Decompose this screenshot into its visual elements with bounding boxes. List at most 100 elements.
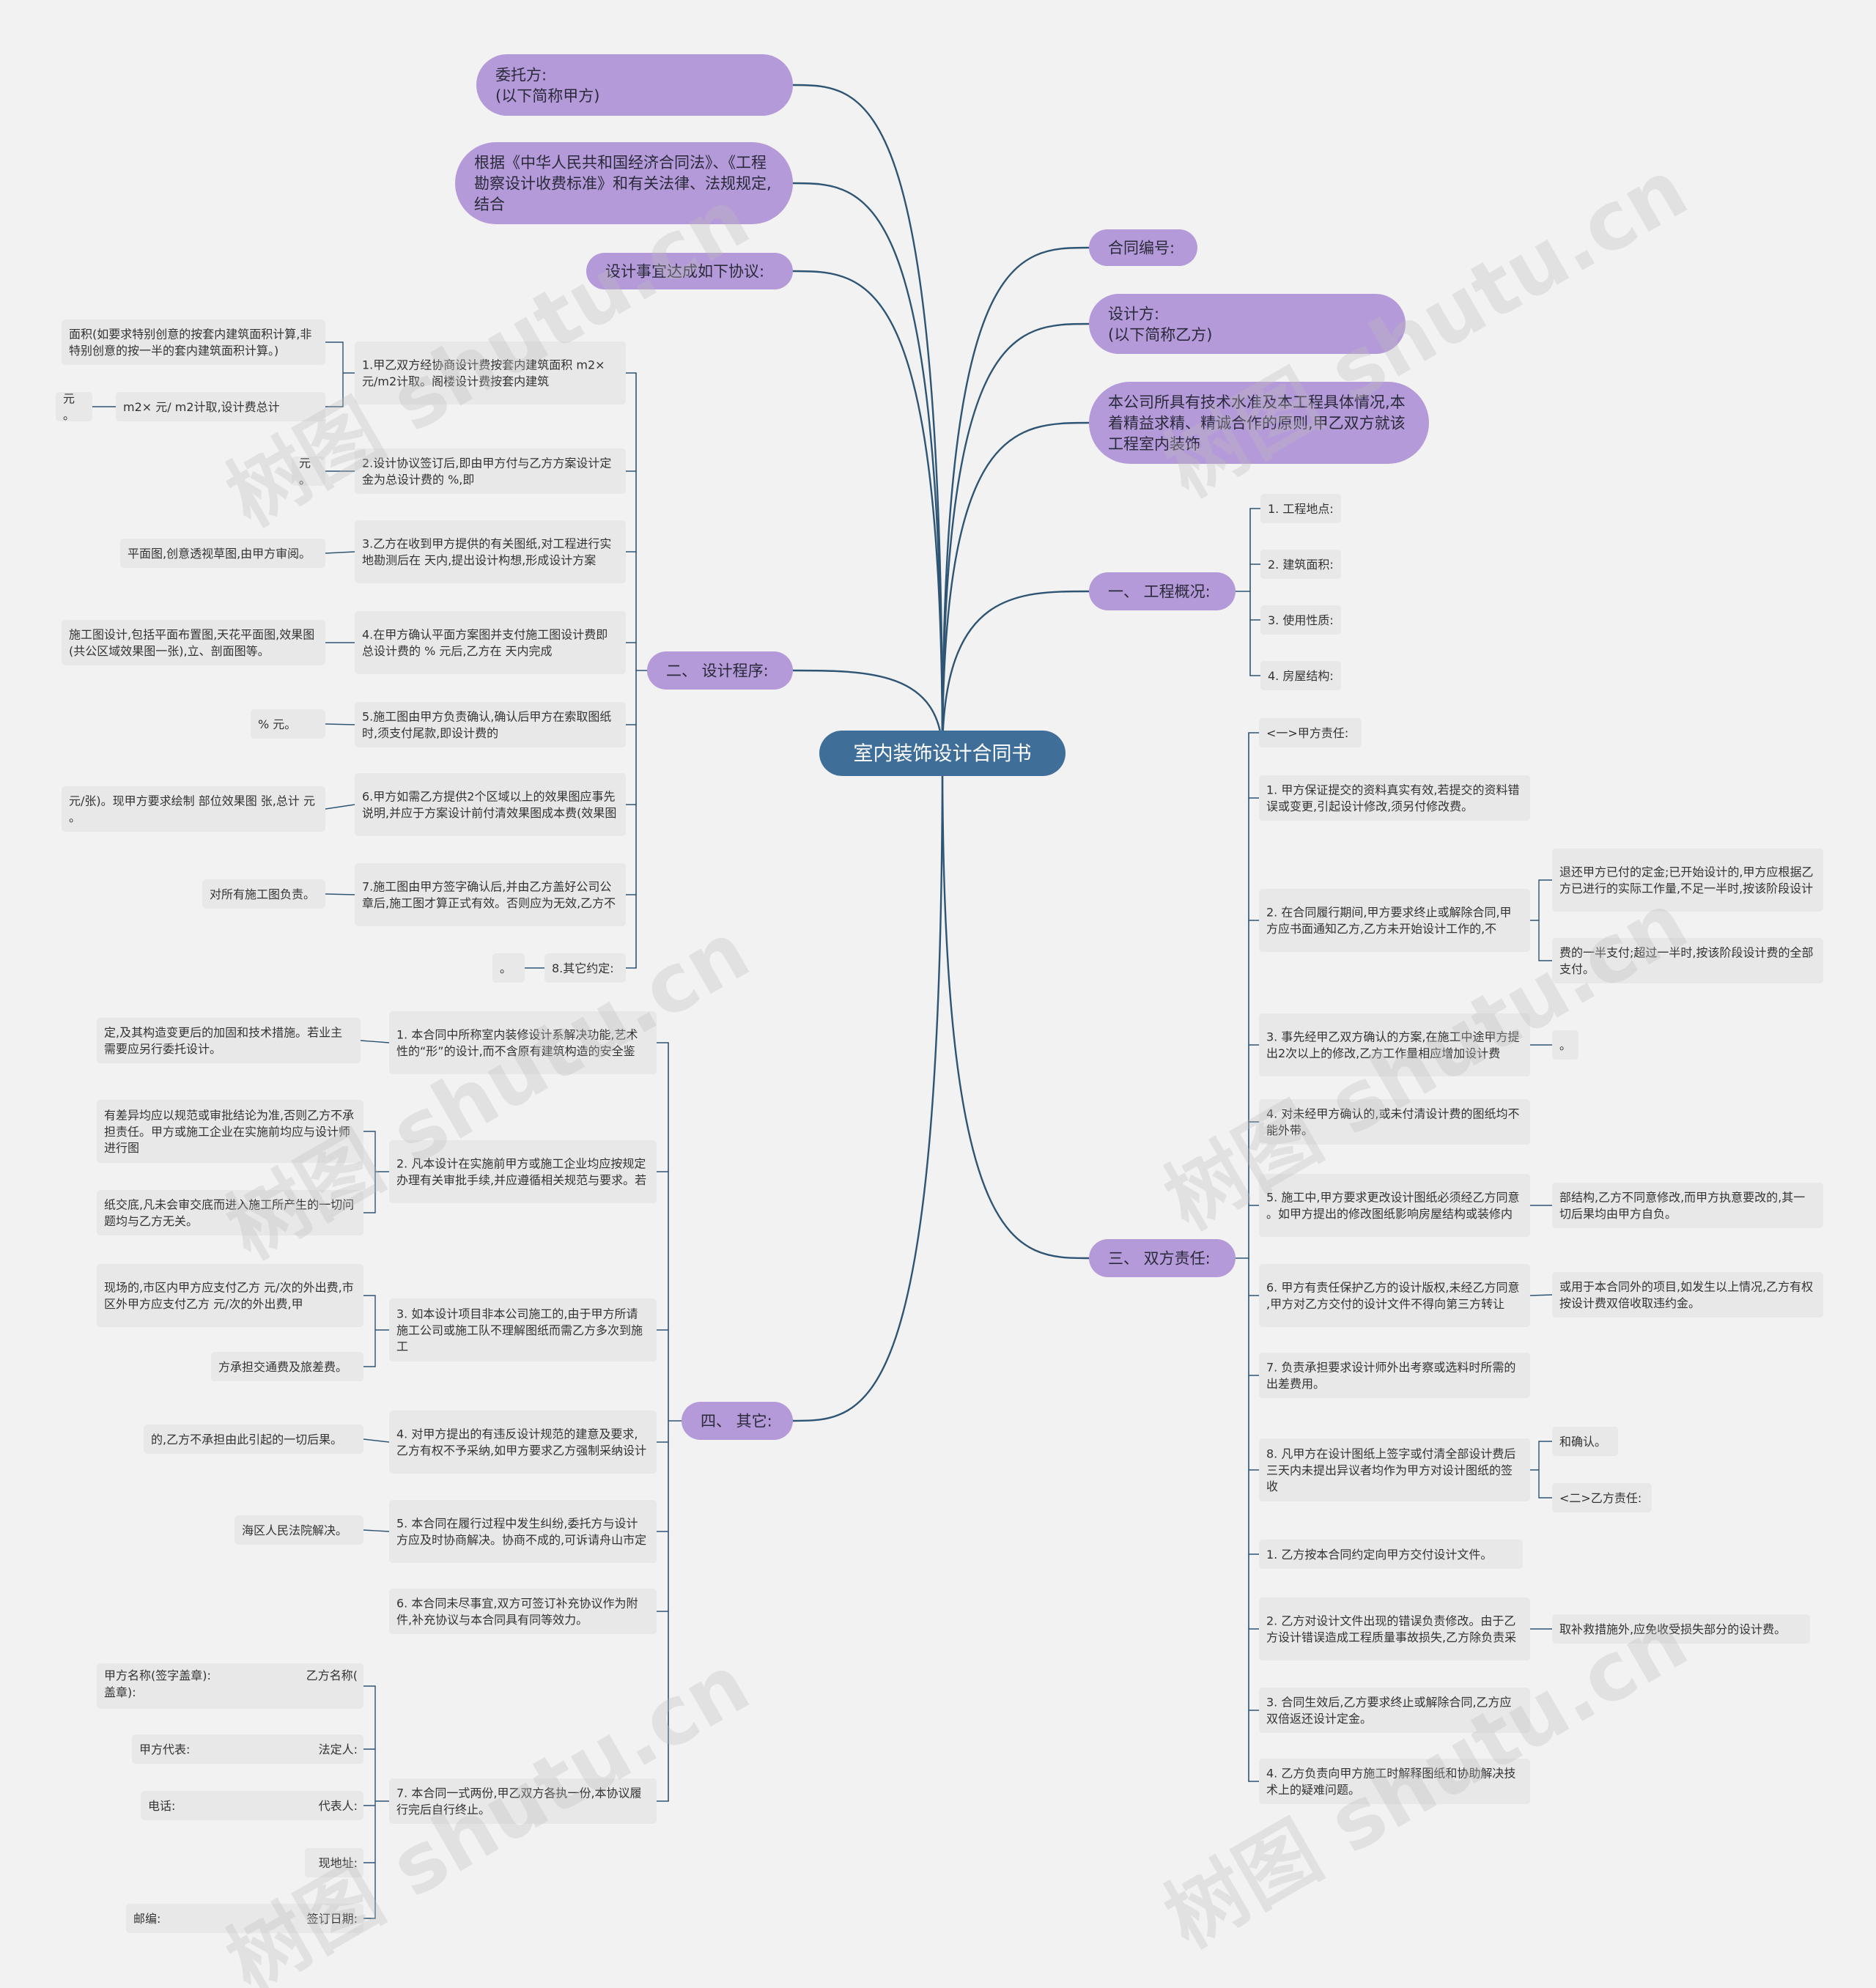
node-text: 6.甲方如需乙方提供2个区域以上的效果图应事先说明,并应于方案设计前付清效果图成… [362,790,616,820]
node-sec4-s6[interactable]: 的,乙方不承担由此引起的一切后果。 [144,1425,363,1454]
node-agree[interactable]: 设计事宜达成如下协议: [586,253,793,289]
node-bg [1259,1174,1530,1237]
node-bg [1089,1239,1236,1277]
node-sec2-s5[interactable]: 平面图,创意透视草图,由甲方审阅。 [120,539,325,568]
node-designer[interactable]: 设计方:(以下简称乙方) [1089,294,1406,354]
node-sec4-s4[interactable]: 现场的,市区内甲方应支付乙方 元/次的外出费,市区外甲方应支付乙方 元/次的外出… [97,1264,363,1327]
node-sec3-title[interactable]: 三、 双方责任: [1089,1239,1236,1277]
node-sign-row-4[interactable]: 现地址: [305,1848,363,1877]
node-text: 现场的,市区内甲方应支付乙方 元/次的外出费,市区外甲方应支付乙方 元/次的外出… [104,1281,354,1311]
node-sec4-i3[interactable]: 3. 如本设计项目非本公司施工的,由于甲方所请施工公司或施工队不理解图纸而需乙方… [389,1298,657,1361]
sign-text: 甲方代表: [139,1743,190,1756]
node-sec3-i6[interactable]: 6. 甲方有责任保护乙方的设计版权,未经乙方同意,甲方对乙方交付的设计文件不得向… [1259,1264,1530,1327]
node-sec3-i3[interactable]: 3. 事先经甲乙双方确认的方案,在施工中途甲方提出2次以上的修改,乙方工作量相应… [1259,1013,1530,1076]
connector [325,551,355,554]
node-sec1-i2[interactable]: 2. 建筑面积: [1260,550,1341,579]
node-sec3-i5[interactable]: 5. 施工中,甲方要求更改设计图纸必须经乙方同意。如甲方提出的修改图纸影响房屋结… [1259,1174,1530,1237]
node-sec2-i7[interactable]: 7.施工图由甲方签字确认后,并由乙方盖好公司公章后,施工图才算正式有效。否则应为… [355,863,626,926]
node-root[interactable]: 室内装饰设计合同书 [819,731,1066,776]
node-sec3-i9[interactable]: 1. 乙方按本合同约定向甲方交付设计文件。 [1259,1540,1523,1569]
node-client[interactable]: 委托方:(以下简称甲方) [476,54,793,116]
node-sec2-i8[interactable]: 8.其它约定: [544,953,626,983]
node-bg [1089,294,1406,354]
node-sec3-s4[interactable]: 部结构,乙方不同意修改,而甲方执意要改的,其一切后果均由甲方自负。 [1552,1183,1823,1228]
node-sec2-s1[interactable]: 面积(如要求特别创意的按套内建筑面积计算,非特别创意的按一半的套内建筑面积计算。… [62,319,325,365]
node-sec3-i12[interactable]: 4. 乙方负责向甲方施工时解释图纸和协助解决技术上的疑难问题。 [1259,1759,1530,1804]
node-sec2-s3[interactable]: 元。 [56,392,92,422]
node-sec1-i4[interactable]: 4. 房屋结构: [1260,661,1341,690]
node-sec3-i7[interactable]: 7. 负责承担要求设计师外出考察或选料时所需的出差费用。 [1259,1353,1530,1398]
node-sec4-title[interactable]: 四、 其它: [682,1402,793,1440]
node-sec3-s1[interactable]: 退还甲方已付的定金;已开始设计的,甲方应根据乙方已进行的实际工作量,不足一半时,… [1552,849,1823,912]
node-sec4-i2[interactable]: 2. 凡本设计在实施前甲方或施工企业均应按规定办理有关审批手续,并应遵循相关规范… [389,1140,657,1203]
node-text: 合同编号: [1108,240,1175,257]
node-sec3-i8[interactable]: 8. 凡甲方在设计图纸上签字或付清全部设计费后三天内未提出异议者均作为甲方对设计… [1259,1438,1530,1501]
node-bg [1259,1597,1530,1660]
node-sec2-s8[interactable]: 元/张)。现甲方要求绘制 部位效果图 张,总计 元。 [62,786,325,832]
node-bg [1089,229,1197,266]
node-sec1-title[interactable]: 一、 工程概况: [1089,572,1236,610]
node-sec2-title[interactable]: 二、 设计程序: [647,651,793,690]
connector [791,182,944,756]
node-sec2-s6[interactable]: 施工图设计,包括平面布置图,天花平面图,效果图(共公区域效果图一张),立、剖面图… [62,620,325,665]
node-sec2-i5[interactable]: 5.施工图由甲方负责确认,确认后甲方在索取图纸时,须支付尾款,即设计费的 [355,702,626,747]
connector [941,421,1090,756]
node-sec4-i6[interactable]: 6. 本合同未尽事宜,双方可签订补充协议作为附件,补充协议与本合同具有同等效力。 [389,1589,657,1634]
node-sec2-s9[interactable]: 对所有施工图负责。 [202,879,325,909]
node-sec3-s7[interactable]: <二>乙方责任: [1552,1483,1652,1512]
node-sec3-i11[interactable]: 3. 合同生效后,乙方要求终止或解除合同,乙方应双倍返还设计定金。 [1259,1688,1530,1733]
node-sec2-s10[interactable]: 。 [492,953,525,983]
node-text: 2. 建筑面积: [1268,558,1334,572]
node-bg [144,1425,363,1454]
node-bg [682,1402,793,1440]
node-sec4-s7[interactable]: 海区人民法院解决。 [234,1515,363,1545]
node-sec4-i1[interactable]: 1. 本合同中所称室内装修设计系解决功能,艺术性的“形”的设计,而不含原有建筑构… [389,1011,657,1074]
node-sign-row-5[interactable]: 邮编:签订日期: [126,1904,363,1933]
node-sec2-i2[interactable]: 2.设计协议签订后,即由甲方付与乙方方案设计定金为总设计费的 %,即 [355,448,626,494]
node-sec3-i0[interactable]: <一>甲方责任: [1259,718,1362,747]
node-sign-row-3[interactable]: 电话:代表人: [141,1791,363,1820]
node-sec2-i1[interactable]: 1.甲乙双方经协商设计费按套内建筑面积 m2× 元/m2计取。阁楼设计费按套内建… [355,341,626,404]
node-sec2-s4[interactable]: 元。 [292,457,325,487]
node-basis[interactable]: 根据《中华人民共和国经济合同法》、《工程勘察设计收费标准》和有关法律、法规规定,… [455,142,793,224]
node-sec2-s2[interactable]: m2× 元/ m2计取,设计费总计 [116,392,325,421]
node-bg [1552,1427,1618,1456]
node-preamble[interactable]: 本公司所具有技术水准及本工程具体情况,本着精益求精、精诚合作的原则,甲乙双方就该… [1089,382,1429,464]
node-sec3-i2[interactable]: 2. 在合同履行期间,甲方要求终止或解除合同,甲方应书面通知乙方,乙方未开始设计… [1259,889,1530,952]
node-sec2-i3[interactable]: 3.乙方在收到甲方提供的有关图纸,对工程进行实地勘测后在 天内,提出设计构想,形… [355,520,626,583]
node-text: 2.设计协议签订后,即由甲方付与乙方方案设计定金为总设计费的 %,即 [362,457,611,487]
node-sec4-i7[interactable]: 7. 本合同一式两份,甲乙双方各执一份,本协议履行完后自行终止。 [389,1778,657,1824]
node-sec1-i1[interactable]: 1. 工程地点: [1260,494,1341,523]
node-sign-row-1[interactable]: 甲方名称(签字盖章):乙方名称(盖章): [97,1663,363,1709]
node-sign-row-2[interactable]: 甲方代表:法定人: [132,1734,363,1764]
node-sec4-i5[interactable]: 5. 本合同在履行过程中发生纠纷,委托方与设计方应及时协商解决。协商不成的,可诉… [389,1500,657,1563]
node-sec3-s5[interactable]: 或用于本合同外的项目,如发生以上情况,乙方有权按设计费双倍收取违约金。 [1552,1272,1823,1318]
node-sec2-i6[interactable]: 6.甲方如需乙方提供2个区域以上的效果图应事先说明,并应于方案设计前付清效果图成… [355,773,626,836]
node-sec3-s8[interactable]: 取补救措施外,应免收受损失部分的设计费。 [1552,1614,1810,1644]
node-bg [1259,1013,1530,1076]
node-text: 方承担交通费及旅差费。 [218,1360,347,1374]
node-bg [1089,572,1236,610]
node-bg [492,953,525,983]
node-bg [251,709,325,739]
node-sec3-i4[interactable]: 4. 对未经甲方确认的,或未付清设计费的图纸均不能外带。 [1259,1099,1530,1145]
node-sec3-i1[interactable]: 1. 甲方保证提交的资料真实有效,若提交的资料错误或变更,引起设计修改,须另付修… [1259,775,1530,821]
node-bg [1259,1099,1530,1145]
connector [360,1040,390,1043]
node-text: 元。 [299,457,311,487]
connector [363,1529,390,1532]
node-sec3-s3[interactable]: 。 [1552,1030,1578,1060]
node-sec3-s6[interactable]: 和确认。 [1552,1427,1618,1456]
node-sec3-s2[interactable]: 费的一半支付;超过一半时,按该阶段设计费的全部支付。 [1552,938,1823,983]
node-text: 4.在甲方确认平面方案图并支付施工图设计费即总设计费的 % 元后,乙方在 天内完… [362,628,608,658]
node-sec4-s1[interactable]: 定,及其构造变更后的加固和技术措施。若业主需要应另行委托设计。 [97,1018,361,1063]
node-sec4-s5[interactable]: 方承担交通费及旅差费。 [211,1352,363,1381]
node-sec4-s3[interactable]: 纸交底,凡未会审交底而进入施工所产生的一切问题均与乙方无关。 [97,1190,363,1235]
node-sec1-i3[interactable]: 3. 使用性质: [1260,605,1341,635]
node-sec3-i10[interactable]: 2. 乙方对设计文件出现的错误负责修改。由于乙方设计错误造成工程质量事故损失,乙… [1259,1597,1530,1660]
node-sec2-s7[interactable]: % 元。 [251,709,325,739]
node-contract-no[interactable]: 合同编号: [1089,229,1197,266]
node-sec4-s2[interactable]: 有差异均应以规范或审批结论为准,否则乙方不承担责任。甲方或施工企业在实施前均应与… [97,1100,363,1163]
node-sec2-i4[interactable]: 4.在甲方确认平面方案图并支付施工图设计费即总设计费的 % 元后,乙方在 天内完… [355,611,626,674]
node-sec4-i4[interactable]: 4. 对甲方提出的有违反设计规范的建意及要求,乙方有权不予采纳,如甲方要求乙方强… [389,1411,657,1474]
